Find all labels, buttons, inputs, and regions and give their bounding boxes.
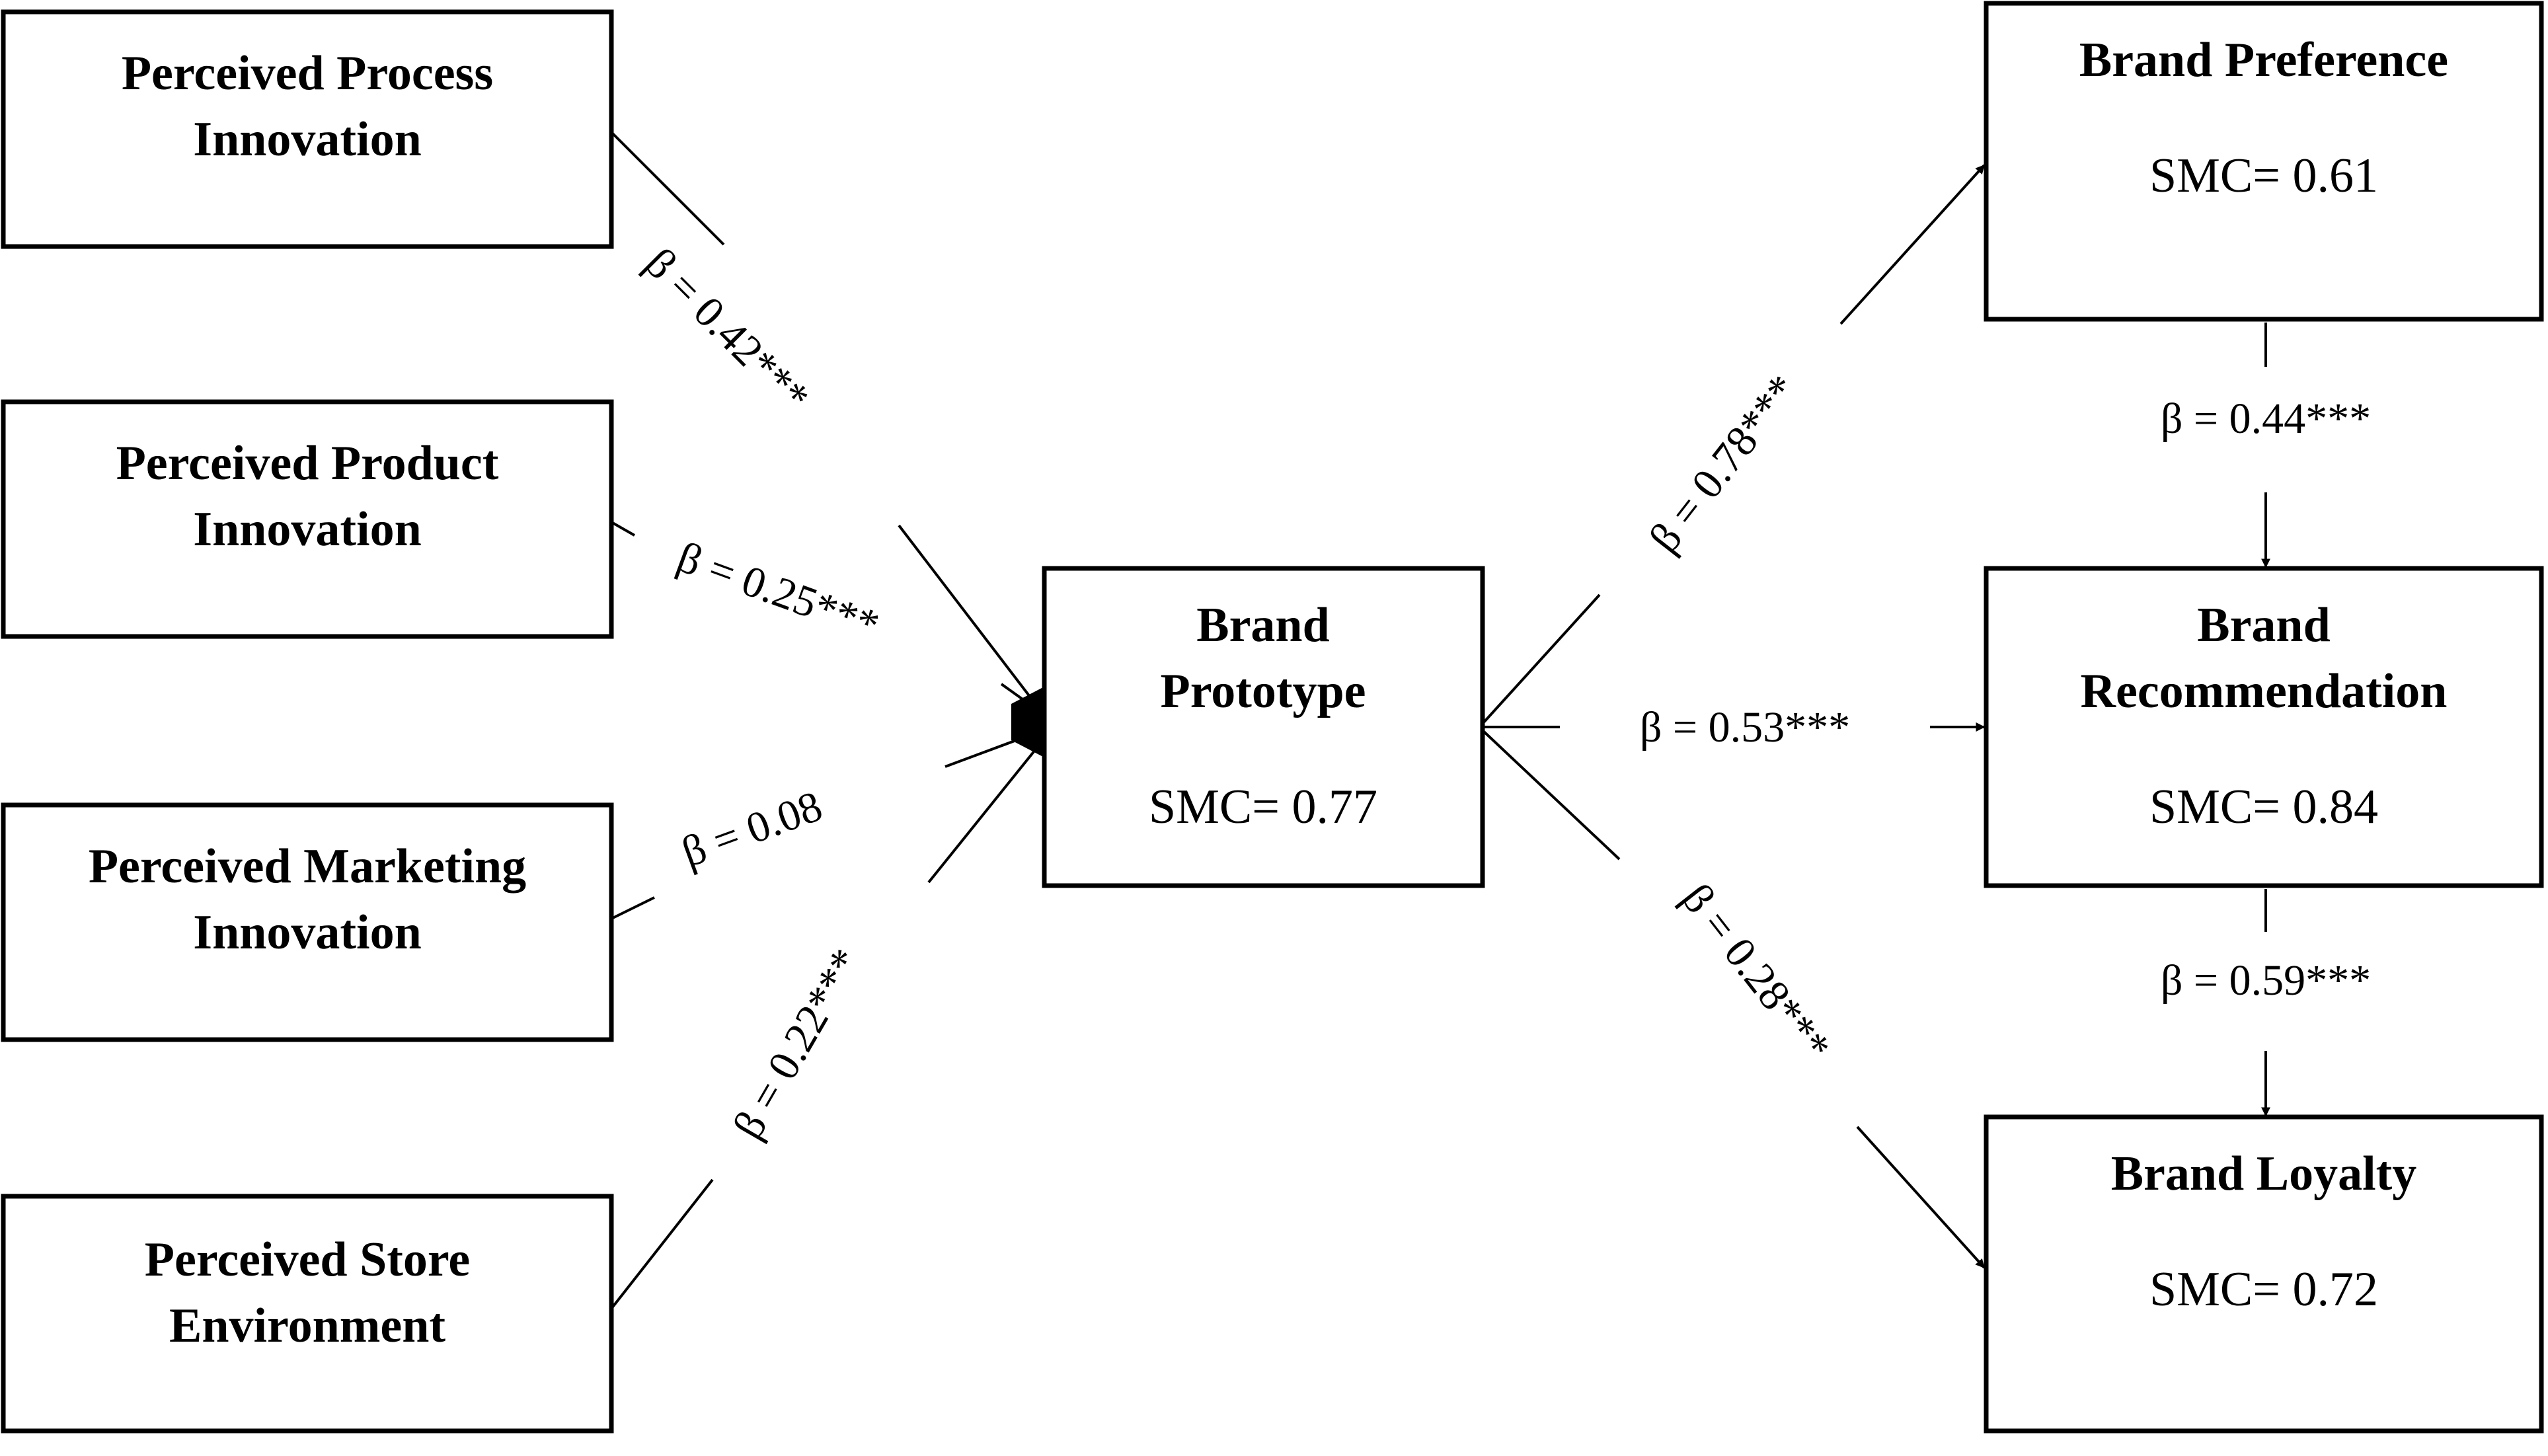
node-prototype-line2: Prototype — [1161, 664, 1366, 718]
beta-product-prototype: β = 0.25*** — [671, 533, 885, 650]
node-prototype-line1: Brand — [1196, 598, 1330, 652]
edge-prototype-preference-a — [1481, 594, 1601, 725]
node-product: Perceived Product Innovation — [1, 399, 614, 639]
node-marketing-line1: Perceived Marketing — [89, 839, 526, 894]
node-prototype: Brand Prototype SMC= 0.77 — [1042, 566, 1485, 888]
edge-store-prototype-b — [927, 739, 1044, 884]
edge-store-prototype-a — [610, 1178, 714, 1310]
node-product-line1: Perceived Product — [116, 436, 499, 490]
node-store-line1: Perceived Store — [145, 1233, 470, 1287]
node-process-line1: Perceived Process — [122, 46, 493, 100]
beta-marketing-prototype: β = 0.08 — [676, 782, 828, 877]
beta-preference-recommendation: β = 0.44*** — [2161, 395, 2371, 443]
node-process-line2: Innovation — [193, 112, 421, 167]
edge-prototype-loyalty-b — [1856, 1126, 1986, 1269]
node-recommendation: Brand Recommendation SMC= 0.84 — [1984, 566, 2544, 888]
beta-store-prototype: β = 0.22*** — [724, 940, 870, 1147]
edge-prototype-preference-b — [1839, 164, 1986, 325]
node-loyalty-line1: Brand Loyalty — [2111, 1147, 2417, 1201]
node-product-line2: Innovation — [193, 502, 421, 556]
node-marketing: Perceived Marketing Innovation — [1, 802, 614, 1042]
beta-recommendation-loyalty: β = 0.59*** — [2161, 956, 2371, 1005]
node-loyalty-smc: SMC= 0.72 — [2149, 1262, 2378, 1317]
node-recommendation-line2: Recommendation — [2081, 664, 2448, 718]
node-recommendation-line1: Brand — [2197, 598, 2331, 652]
edge-process-prototype-a — [610, 131, 725, 246]
node-recommendation-smc: SMC= 0.84 — [2149, 780, 2378, 834]
node-store-line2: Environment — [169, 1299, 445, 1353]
prototype-arrowhead — [1011, 687, 1043, 757]
node-loyalty: Brand Loyalty SMC= 0.72 — [1984, 1114, 2544, 1434]
edge-process-prototype-b — [898, 524, 1044, 715]
beta-prototype-preference: β = 0.78*** — [1640, 366, 1807, 562]
beta-process-prototype: β = 0.42*** — [636, 239, 819, 422]
node-preference-line1: Brand Preference — [2079, 33, 2448, 87]
edge-marketing-prototype-a — [611, 896, 655, 920]
beta-prototype-loyalty: β = 0.28*** — [1672, 875, 1839, 1071]
edge-product-prototype-a — [611, 521, 635, 537]
node-prototype-smc: SMC= 0.77 — [1149, 780, 1377, 834]
edge-prototype-loyalty-a — [1481, 729, 1621, 861]
node-preference-smc: SMC= 0.61 — [2149, 149, 2378, 203]
node-preference: Brand Preference SMC= 0.61 — [1984, 1, 2544, 322]
node-marketing-line2: Innovation — [193, 905, 421, 960]
node-store: Perceived Store Environment — [1, 1194, 614, 1434]
node-process: Perceived Process Innovation — [1, 9, 614, 249]
beta-prototype-recommendation: β = 0.53*** — [1640, 703, 1850, 751]
